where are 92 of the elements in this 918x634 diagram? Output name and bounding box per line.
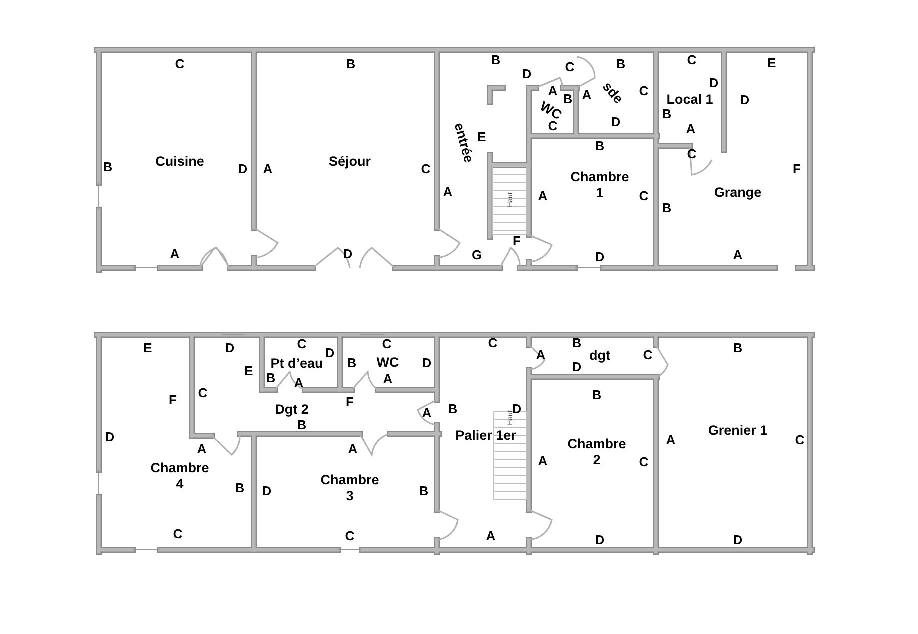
wall-label: E xyxy=(478,130,486,146)
room-name: Séjour xyxy=(329,154,371,170)
wall-label: E xyxy=(144,342,152,356)
wall-label: F xyxy=(513,234,521,250)
wall-label: B xyxy=(346,58,356,72)
wall-label: C xyxy=(639,456,649,470)
room-name: Chambre 4 xyxy=(150,460,210,492)
wall-label: F xyxy=(793,162,801,178)
room-name: Local 1 xyxy=(666,92,714,108)
wall-label: A xyxy=(263,162,273,178)
wall-label: A xyxy=(548,84,558,100)
wall-label: B xyxy=(491,54,501,68)
wall-label: C xyxy=(488,336,498,352)
wall-label: C xyxy=(548,120,558,134)
wall-label: A xyxy=(686,122,696,138)
wall-label: B xyxy=(266,372,276,386)
wall-label: C xyxy=(345,530,355,544)
wall-label: D xyxy=(225,342,235,356)
wall-label: G xyxy=(472,248,482,264)
room-name: Dgt 2 xyxy=(275,402,309,418)
wall-label: C xyxy=(643,348,653,364)
wall-label: A xyxy=(666,434,676,448)
wall-label: C xyxy=(687,54,697,68)
wall-label: D xyxy=(709,76,719,92)
wall-label: D xyxy=(572,360,582,376)
wall-label: D xyxy=(422,356,432,372)
wall-label: A xyxy=(443,186,453,200)
wall-label: D xyxy=(595,534,605,548)
wall-label: A xyxy=(170,248,180,262)
wall-label: C xyxy=(687,148,697,162)
wall-label: D xyxy=(238,162,248,178)
wall-label: F xyxy=(346,396,354,410)
wall-label: A xyxy=(197,442,207,458)
wall-label: D xyxy=(611,116,621,130)
wall-label: D xyxy=(733,534,743,548)
wall-label: B xyxy=(103,160,113,176)
room-name: WC xyxy=(376,355,400,371)
wall-label: D xyxy=(105,430,115,446)
wall-label: B xyxy=(297,418,307,434)
wall-label: D xyxy=(343,248,353,262)
room-name: Grange xyxy=(714,185,762,201)
wall-label: A xyxy=(348,442,358,458)
wall-label: C xyxy=(421,162,431,178)
wall-label: D xyxy=(512,402,522,417)
wall-label: B xyxy=(733,342,743,356)
wall-label: B xyxy=(592,388,602,404)
wall-label: A xyxy=(538,454,548,470)
room-name: Palier 1er xyxy=(456,428,516,444)
room-name: Grenier 1 xyxy=(708,423,768,439)
wall-label: D xyxy=(595,250,605,266)
wall-label: D xyxy=(262,484,272,500)
wall-label: A xyxy=(294,376,304,392)
wall-label: D xyxy=(740,94,750,108)
wall-label: A xyxy=(536,348,546,364)
wall-label: B xyxy=(419,484,429,500)
wall-label: C xyxy=(297,338,307,352)
wall-label: C xyxy=(795,434,805,448)
wall-label: C xyxy=(565,60,575,76)
wall-label: D xyxy=(325,346,335,362)
wall-label: A xyxy=(422,406,432,422)
wall-label: C xyxy=(198,386,208,402)
wall-label: B xyxy=(616,58,626,72)
wall-label: B xyxy=(572,336,582,352)
room-name: sde xyxy=(600,79,626,107)
room-name: Chambre 1 xyxy=(570,169,630,201)
wall-label: B xyxy=(595,140,605,154)
wall-label: A xyxy=(486,530,496,544)
wall-label: C xyxy=(173,528,183,542)
room-name: dgt xyxy=(590,348,610,364)
wall-label: A xyxy=(383,372,393,388)
wall-label: E xyxy=(768,56,776,72)
wall-label: D xyxy=(522,68,532,82)
wall-label: A xyxy=(538,190,548,204)
room-name: Chambre 2 xyxy=(566,436,628,468)
wall-label: B xyxy=(347,356,357,372)
wall-label: C xyxy=(639,84,649,100)
wall-label: C xyxy=(639,190,649,204)
wall-label: B xyxy=(448,402,458,418)
wall-label: B xyxy=(662,108,672,122)
wall-label: A xyxy=(582,88,592,104)
wall-label: B xyxy=(563,92,573,108)
wall-label: C xyxy=(382,338,392,352)
room-name: Pt d’eau xyxy=(270,356,324,372)
wall-label: C xyxy=(175,58,185,72)
wall-label: B xyxy=(662,202,672,216)
room-name: entrée xyxy=(451,121,477,165)
wall-label: E xyxy=(244,364,254,380)
wall-label: B xyxy=(235,482,245,496)
room-name: Chambre 3 xyxy=(320,472,380,504)
wall-label: A xyxy=(733,248,743,264)
room-name: Cuisine xyxy=(156,154,204,170)
wall-label: F xyxy=(169,394,177,408)
